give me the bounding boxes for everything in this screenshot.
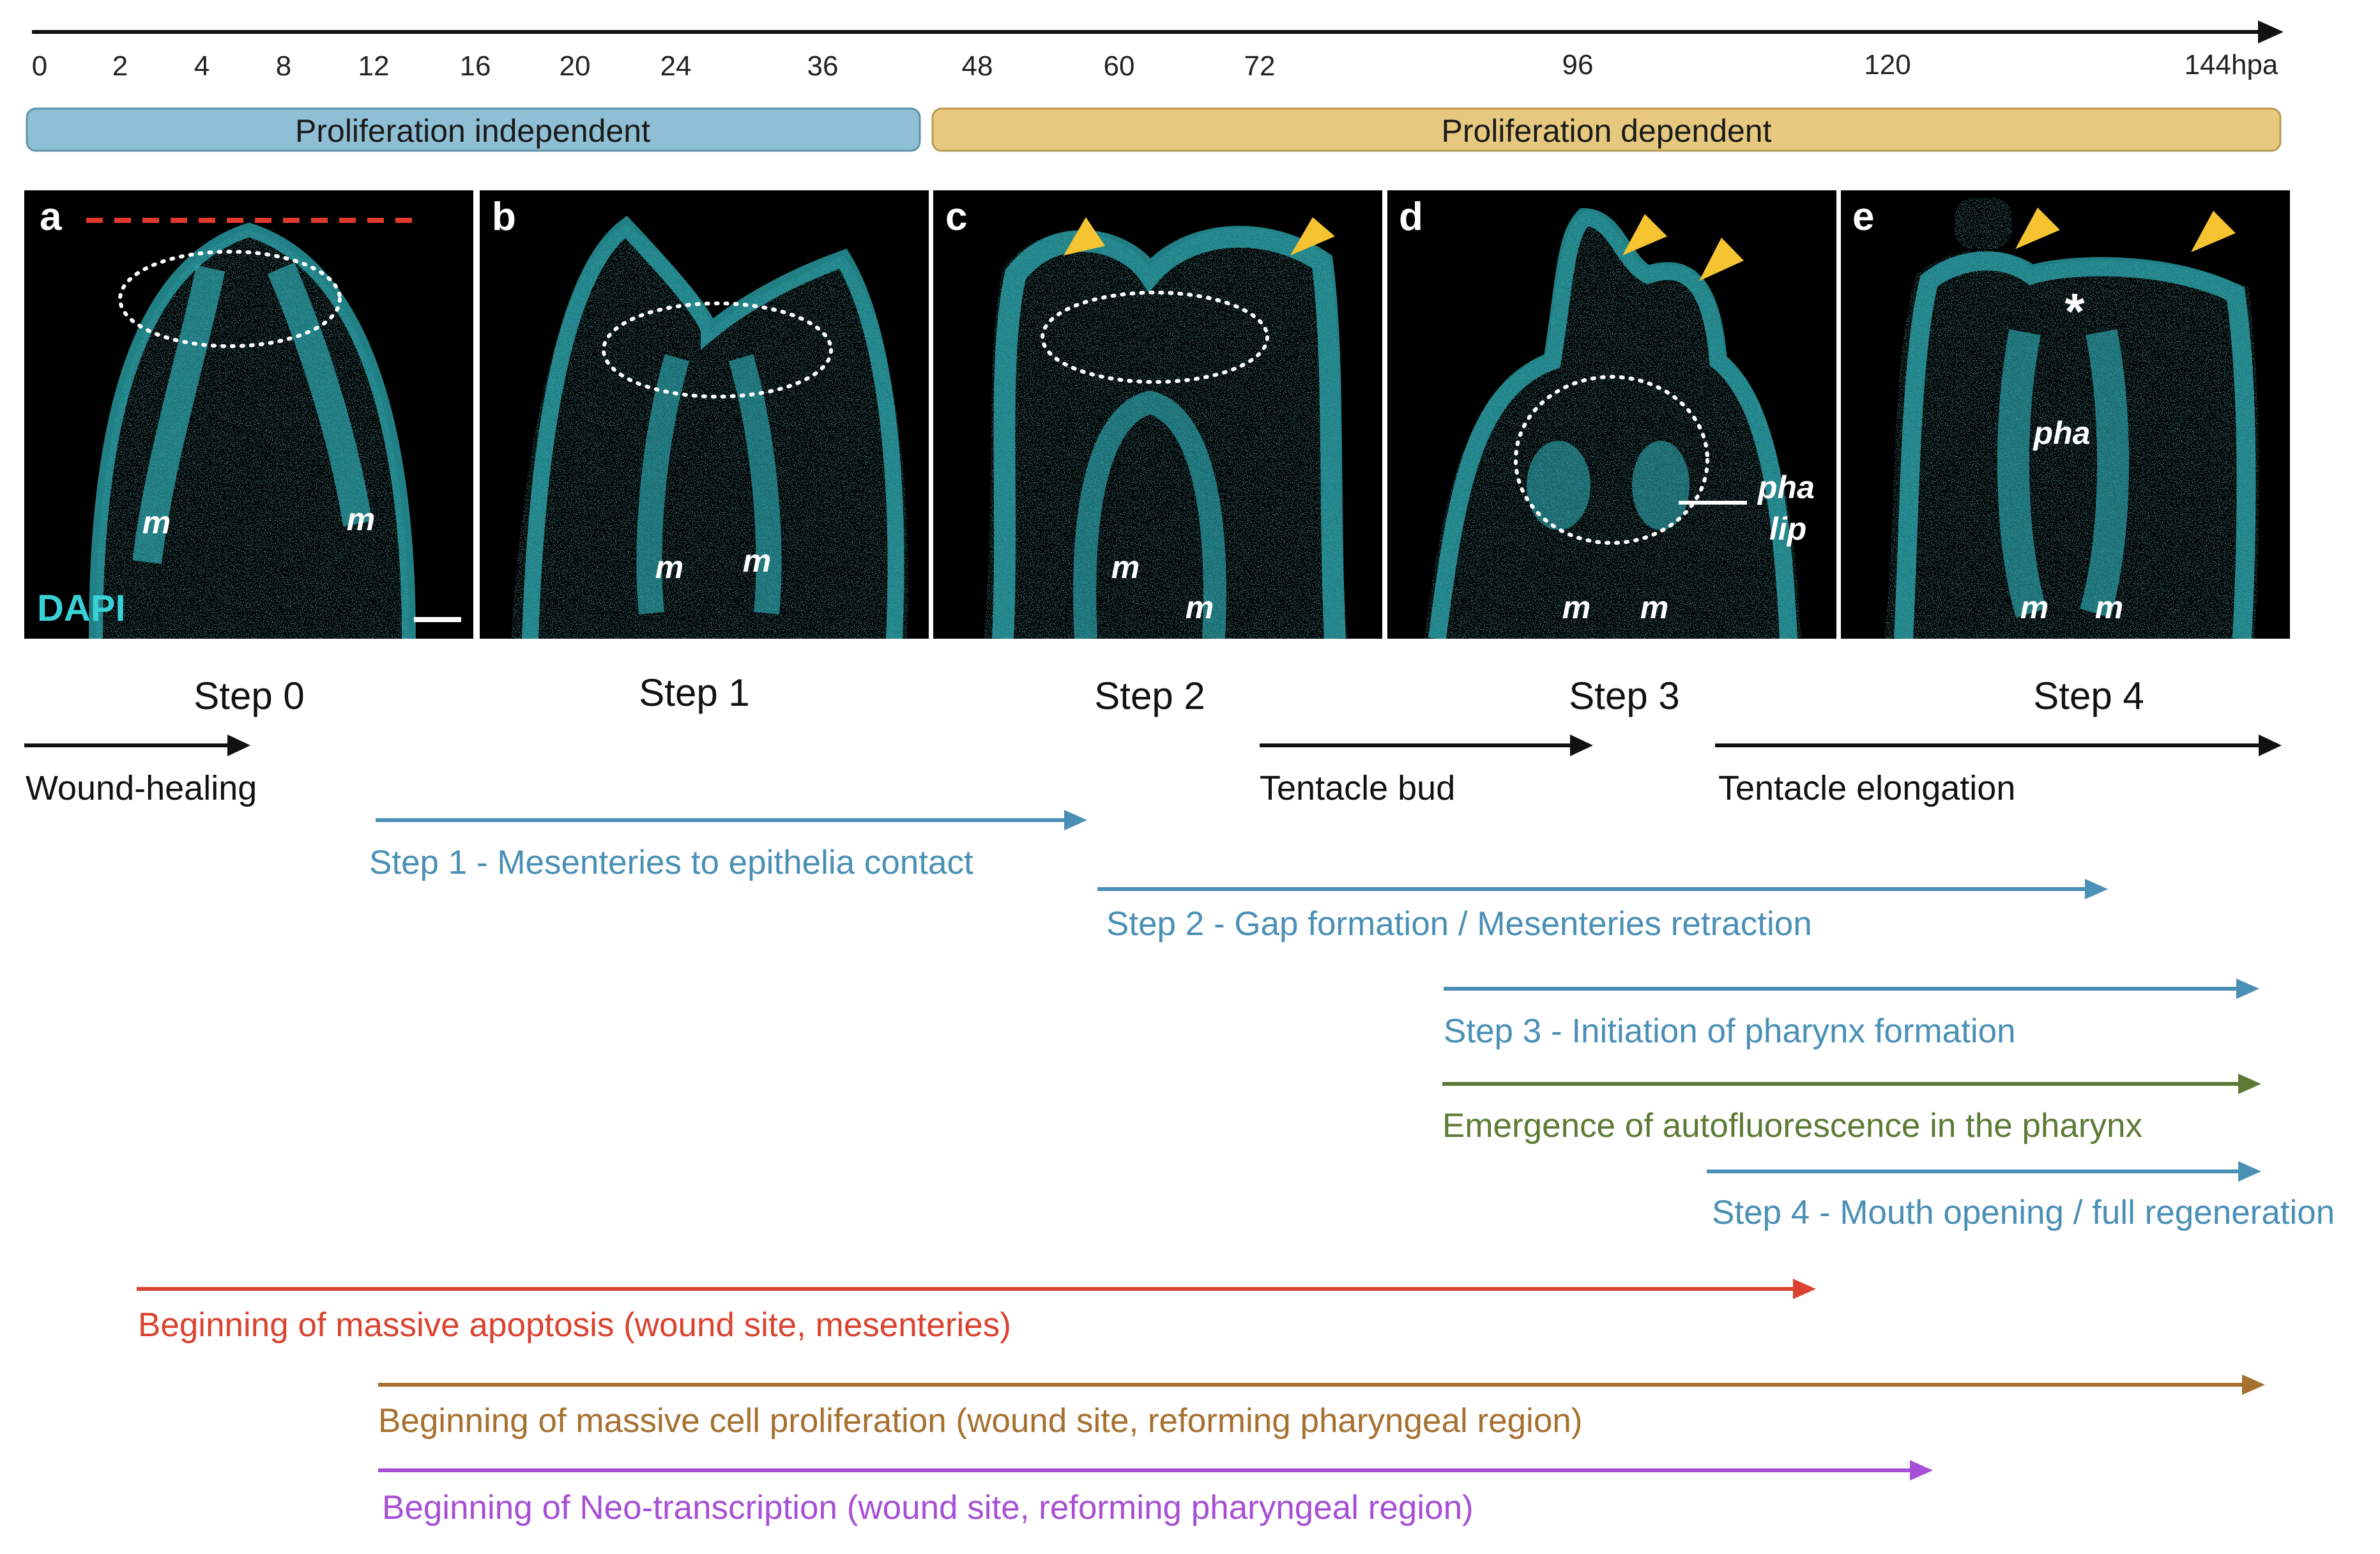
mesentery-label: m — [743, 543, 771, 579]
panel-d: d m m pha lip — [1387, 190, 1836, 639]
timeline-arrowhead — [2258, 20, 2284, 43]
panel-b: b m m — [480, 190, 929, 639]
pharynx-label: pha — [1757, 469, 1815, 505]
event-label: Beginning of massive apoptosis (wound si… — [138, 1306, 1011, 1344]
mesentery-label: m — [2095, 590, 2123, 625]
timeline-tick-labels: 0 2 4 8 12 16 20 24 36 48 60 72 96 120 1… — [32, 49, 2278, 82]
mesentery-label: m — [1640, 590, 1668, 625]
tick-label: 20 — [560, 50, 591, 82]
tick-label: 4 — [194, 50, 210, 82]
arrowhead — [2238, 1074, 2261, 1094]
arrowhead-marker — [2015, 208, 2060, 249]
arrowhead — [1910, 1460, 1933, 1481]
step-label: Step 1 — [639, 671, 749, 714]
arrowhead — [2259, 735, 2282, 756]
region-outline — [1514, 375, 1709, 545]
pharynx-label: pha — [2033, 415, 2091, 451]
tick-label: 16 — [460, 50, 491, 82]
panel-c: c m m — [933, 190, 1382, 639]
event-label: Step 2 - Gap formation / Mesenteries ret… — [1106, 905, 1812, 943]
mesentery-label: m — [1186, 590, 1214, 625]
tick-label: 120 — [1864, 49, 1911, 80]
step-labels: Step 0 Step 1 Step 2 Step 3 Step 4 — [194, 671, 2144, 717]
region-outline — [1041, 291, 1269, 384]
mesentery-label: m — [1562, 590, 1590, 625]
tick-label: 24 — [660, 50, 692, 82]
event-label: Beginning of Neo-transcription (wound si… — [382, 1489, 1474, 1527]
phase-bars: Proliferation independent Proliferation … — [26, 107, 2282, 152]
arrowhead-marker — [2191, 211, 2236, 252]
asterisk-marker: * — [2064, 283, 2085, 340]
panel-a: a m m DAPI — [24, 190, 473, 639]
panel-letter: c — [945, 195, 967, 239]
arrowhead-marker — [1699, 238, 1744, 281]
tick-label: 2 — [112, 50, 128, 82]
step-label: Step 4 — [2033, 674, 2144, 717]
region-outline — [602, 301, 833, 399]
arrowhead — [2085, 879, 2108, 899]
step-label: Step 0 — [194, 674, 304, 717]
timeline: 0 2 4 8 12 16 20 24 36 48 60 72 96 120 1… — [32, 20, 2284, 82]
phase-label-dependent: Proliferation dependent — [1441, 113, 1771, 149]
tick-label: 48 — [962, 50, 993, 82]
arrowhead — [1570, 735, 1593, 756]
panel-letter: d — [1399, 195, 1423, 239]
mesentery-label: m — [655, 549, 683, 585]
stain-label: DAPI — [37, 588, 126, 629]
tick-label: 72 — [1244, 50, 1276, 82]
mesentery-label: m — [1111, 549, 1140, 585]
event-arrows: Step 1 - Mesenteries to epithelia contac… — [137, 810, 2335, 1527]
morphology-arrows: Wound-healing Tentacle bud Tentacle elon… — [24, 735, 2282, 807]
region-outline — [118, 250, 342, 348]
event-label: Beginning of massive cell proliferation … — [378, 1402, 1582, 1440]
tick-label: 0 — [32, 50, 47, 82]
tick-label: 96 — [1562, 49, 1594, 80]
arrowhead — [2238, 1161, 2261, 1182]
mesentery-label: m — [2020, 590, 2048, 625]
morphology-label: Wound-healing — [26, 769, 257, 807]
event-label: Step 3 - Initiation of pharynx formation — [1444, 1012, 2016, 1050]
mesentery-label: m — [142, 505, 171, 540]
panel-letter: a — [40, 195, 62, 239]
lip-label: lip — [1769, 511, 1806, 547]
phase-bar-dependent — [931, 107, 2282, 152]
tick-label: 60 — [1104, 50, 1135, 82]
event-label: Step 1 - Mesenteries to epithelia contac… — [369, 844, 973, 881]
tick-label: 36 — [807, 50, 839, 82]
arrowhead — [1793, 1279, 1816, 1299]
morphology-label: Tentacle elongation — [1718, 769, 2015, 807]
tick-label: 144hpa — [2185, 49, 2278, 80]
event-label: Step 4 - Mouth opening / full regenerati… — [1712, 1194, 2335, 1231]
panel-e: e * pha m m — [1841, 190, 2290, 639]
arrowhead-marker — [1064, 217, 1105, 255]
phase-bar-independent — [26, 107, 921, 152]
event-label: Emergence of autofluorescence in the pha… — [1442, 1107, 2142, 1145]
phase-label-independent: Proliferation independent — [295, 113, 650, 149]
step-label: Step 2 — [1094, 674, 1205, 717]
tick-label: 12 — [358, 50, 390, 82]
step-label: Step 3 — [1569, 674, 1679, 717]
panel-letter: e — [1852, 195, 1874, 239]
morphology-label: Tentacle bud — [1260, 769, 1455, 807]
arrowhead-marker — [1622, 214, 1667, 255]
arrowhead — [1064, 810, 1087, 830]
tick-label: 8 — [276, 50, 291, 82]
arrowhead — [2236, 979, 2259, 999]
panel-letter: b — [492, 195, 516, 239]
arrowhead — [227, 735, 250, 756]
mesentery-label: m — [347, 501, 375, 537]
arrowhead-marker — [1290, 217, 1335, 255]
arrowhead — [2242, 1375, 2265, 1395]
